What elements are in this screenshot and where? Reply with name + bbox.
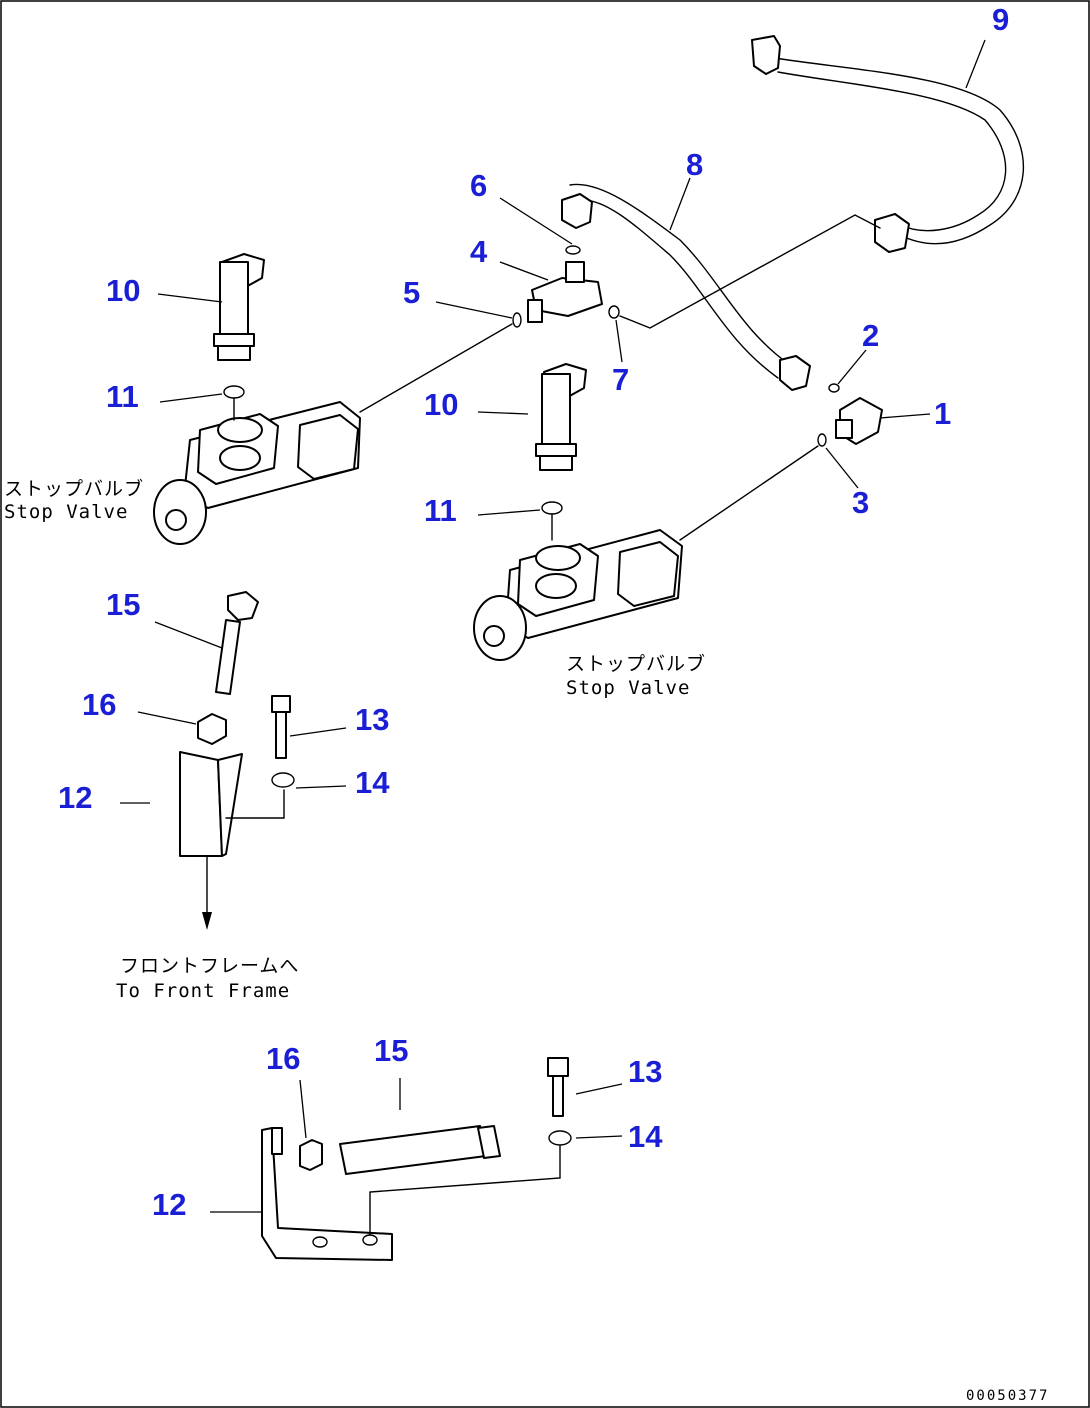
- bolt-13-upper: [271, 695, 291, 759]
- callout-14-upper: 14: [355, 765, 390, 800]
- elbow-fitting-1: [835, 397, 883, 445]
- connection-line: [679, 445, 819, 541]
- connection-line: [225, 789, 285, 819]
- callout-2: 2: [862, 318, 879, 353]
- drawing-number: 00050377: [966, 1388, 1049, 1404]
- callout-14-lower: 14: [628, 1119, 663, 1154]
- arrow-head: [202, 912, 212, 930]
- callout-16-upper: 16: [82, 687, 116, 722]
- callout-12-upper: 12: [58, 780, 92, 815]
- stop-valve-right-label-jp: ストップバルブ: [566, 652, 706, 675]
- front-frame-label-jp: フロントフレームへ: [120, 955, 299, 977]
- pressure-switch-10-right: [535, 363, 587, 471]
- callout-4: 4: [470, 234, 488, 269]
- stop-valve-right: [473, 529, 683, 661]
- callout-12-lower: 12: [152, 1187, 186, 1222]
- bracket-12-lower: [261, 1127, 393, 1261]
- callout-16-lower: 16: [266, 1041, 300, 1076]
- connection-line: [619, 214, 881, 329]
- callout-11-left: 11: [106, 379, 139, 414]
- stop-valve-left-label-en: Stop Valve: [4, 501, 128, 523]
- callout-10-right: 10: [424, 387, 458, 422]
- tee-fitting-4: [527, 261, 603, 323]
- hose-9: [751, 35, 1025, 253]
- pressure-switch-10-left: [213, 253, 265, 361]
- callout-7: 7: [612, 362, 629, 397]
- callout-11-right: 11: [424, 493, 457, 528]
- callout-13-lower: 13: [628, 1054, 662, 1089]
- callout-6: 6: [470, 168, 487, 203]
- callout-1: 1: [934, 396, 951, 431]
- washer-14-upper: [271, 772, 295, 788]
- stop-valve-right-label-en: Stop Valve: [566, 677, 690, 699]
- callout-8: 8: [686, 147, 703, 182]
- o-ring-6: [565, 245, 581, 255]
- callout-10-left: 10: [106, 273, 140, 308]
- fitting-15-upper: [215, 591, 259, 695]
- o-ring-2: [828, 383, 840, 393]
- washer-14-lower: [548, 1130, 572, 1146]
- leader-lines: [120, 39, 986, 1213]
- stop-valve-left-label-jp: ストップバルブ: [4, 477, 144, 500]
- bracket-12-upper: [179, 751, 243, 857]
- nut-16-upper: [197, 713, 227, 745]
- o-ring-7: [608, 305, 620, 319]
- callout-13-upper: 13: [355, 702, 389, 737]
- o-ring-5: [512, 312, 522, 328]
- bolt-15-lower: [339, 1125, 501, 1175]
- o-ring-11-left: [223, 385, 245, 399]
- hose-8: [561, 183, 811, 391]
- bolt-13-lower: [547, 1057, 569, 1117]
- callout-15-lower: 15: [374, 1033, 408, 1068]
- nut-16-lower: [299, 1139, 323, 1171]
- o-ring-3: [817, 433, 827, 447]
- callout-15-upper: 15: [106, 587, 140, 622]
- callout-3: 3: [852, 485, 869, 520]
- connection-line: [359, 323, 513, 413]
- front-frame-label-en: To Front Frame: [116, 980, 290, 1002]
- stop-valve-left: [153, 401, 361, 545]
- callout-9: 9: [992, 2, 1009, 37]
- callout-5: 5: [403, 275, 420, 310]
- connection-line: [369, 1145, 561, 1236]
- o-ring-11-right: [541, 501, 563, 515]
